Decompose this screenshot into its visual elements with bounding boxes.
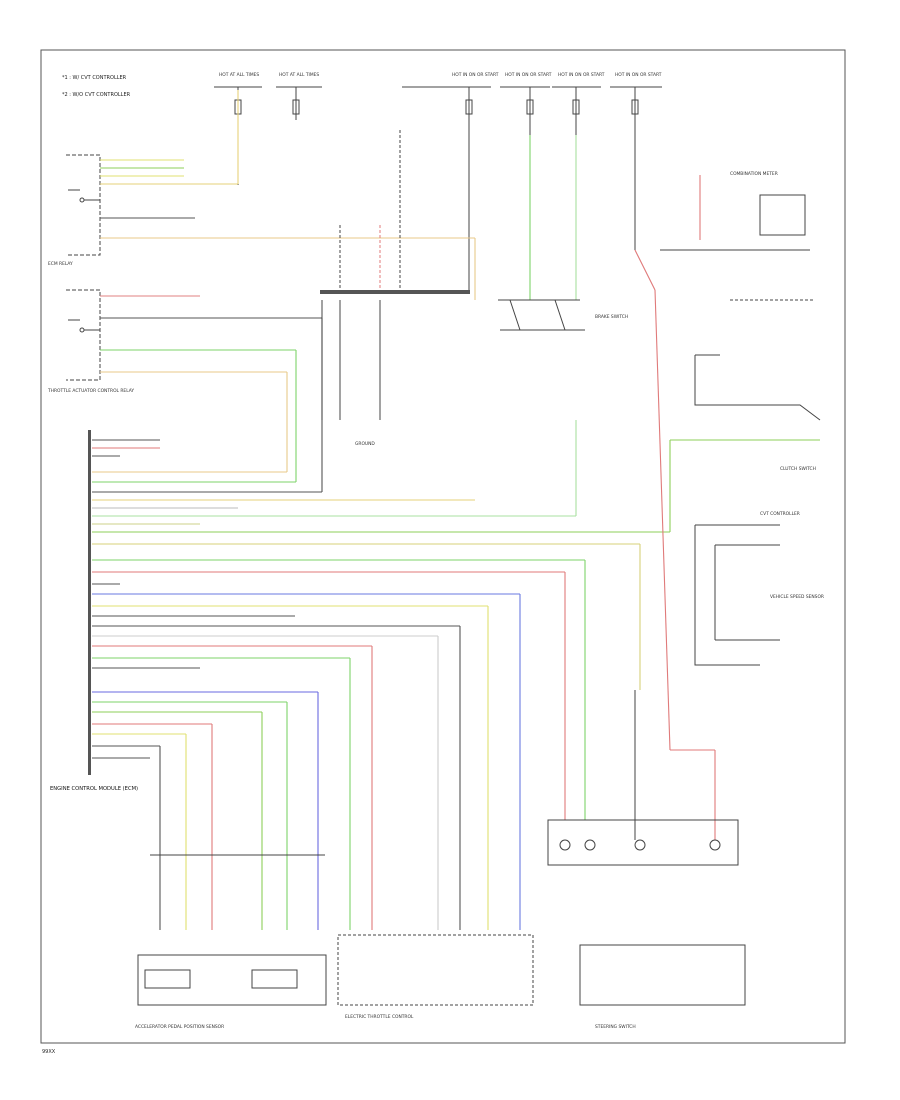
apps-label: ACCELERATOR PEDAL POSITION SENSOR [135,1024,224,1030]
relay-center: GROUND [320,130,470,447]
fuse-label-2: HOT AT ALL TIMES [279,72,319,78]
fuse-label-5: HOT IN ON OR START [558,72,605,78]
combination-meter-label: COMBINATION METER [730,171,778,177]
fuse-symbol-2 [292,99,300,115]
fuse-label-4: HOT IN ON OR START [505,72,552,78]
fuse-symbol-4 [526,99,534,115]
cvt-controller-label: CVT CONTROLLER [760,511,800,517]
relay-ground-label: GROUND [355,441,375,447]
throttle-relay: THROTTLE ACTUATOR CONTROL RELAY [47,289,134,394]
clutch-switch: CLUTCH SWITCH [694,354,821,472]
fuse-drops [234,87,639,290]
diagram-frame [40,49,846,1044]
fuse-symbol-5 [572,99,580,115]
vertical-wires [159,90,820,930]
throttle-label: ELECTRIC THROTTLE CONTROL [345,1014,414,1020]
ecm-label: ENGINE CONTROL MODULE (ECM) [50,786,138,792]
steering-switch-label: STEERING SWITCH [595,1024,636,1030]
throttle-box: ELECTRIC THROTTLE CONTROL [337,934,534,1020]
steering-switch: STEERING SWITCH [547,819,746,1030]
ecm-wires [92,159,670,759]
fuse-labels: HOT AT ALL TIMES HOT AT ALL TIMES HOT IN… [219,72,662,78]
fuse-label-1: HOT AT ALL TIMES [219,72,259,78]
ecm-relay: ECM RELAY [48,154,101,267]
fuse-symbol-6 [631,99,639,115]
clutch-switch-label: CLUTCH SWITCH [780,466,816,472]
speed-sensor-label: VEHICLE SPEED SENSOR [770,594,824,600]
note-1: *1 : W/ CVT CONTROLLER [62,75,127,81]
combination-meter: COMBINATION METER [660,171,815,301]
apps-box: ACCELERATOR PEDAL POSITION SENSOR [135,854,327,1030]
note-2: *2 : W/O CVT CONTROLLER [62,92,131,98]
brake-switch-label: BRAKE SWITCH [595,314,628,320]
ecm-relay-label: ECM RELAY [48,261,73,267]
throttle-relay-label: THROTTLE ACTUATOR CONTROL RELAY [47,388,134,394]
fuse-symbol-3 [465,99,473,115]
page-code: 99XX [42,1049,56,1055]
ecm-box [88,430,91,775]
brake-switch: BRAKE SWITCH [498,299,628,331]
fuse-label-3: HOT IN ON OR START [452,72,499,78]
cvt-controller: CVT CONTROLLER VEHICLE SPEED SENSOR [694,511,824,666]
fuse-label-6: HOT IN ON OR START [615,72,662,78]
